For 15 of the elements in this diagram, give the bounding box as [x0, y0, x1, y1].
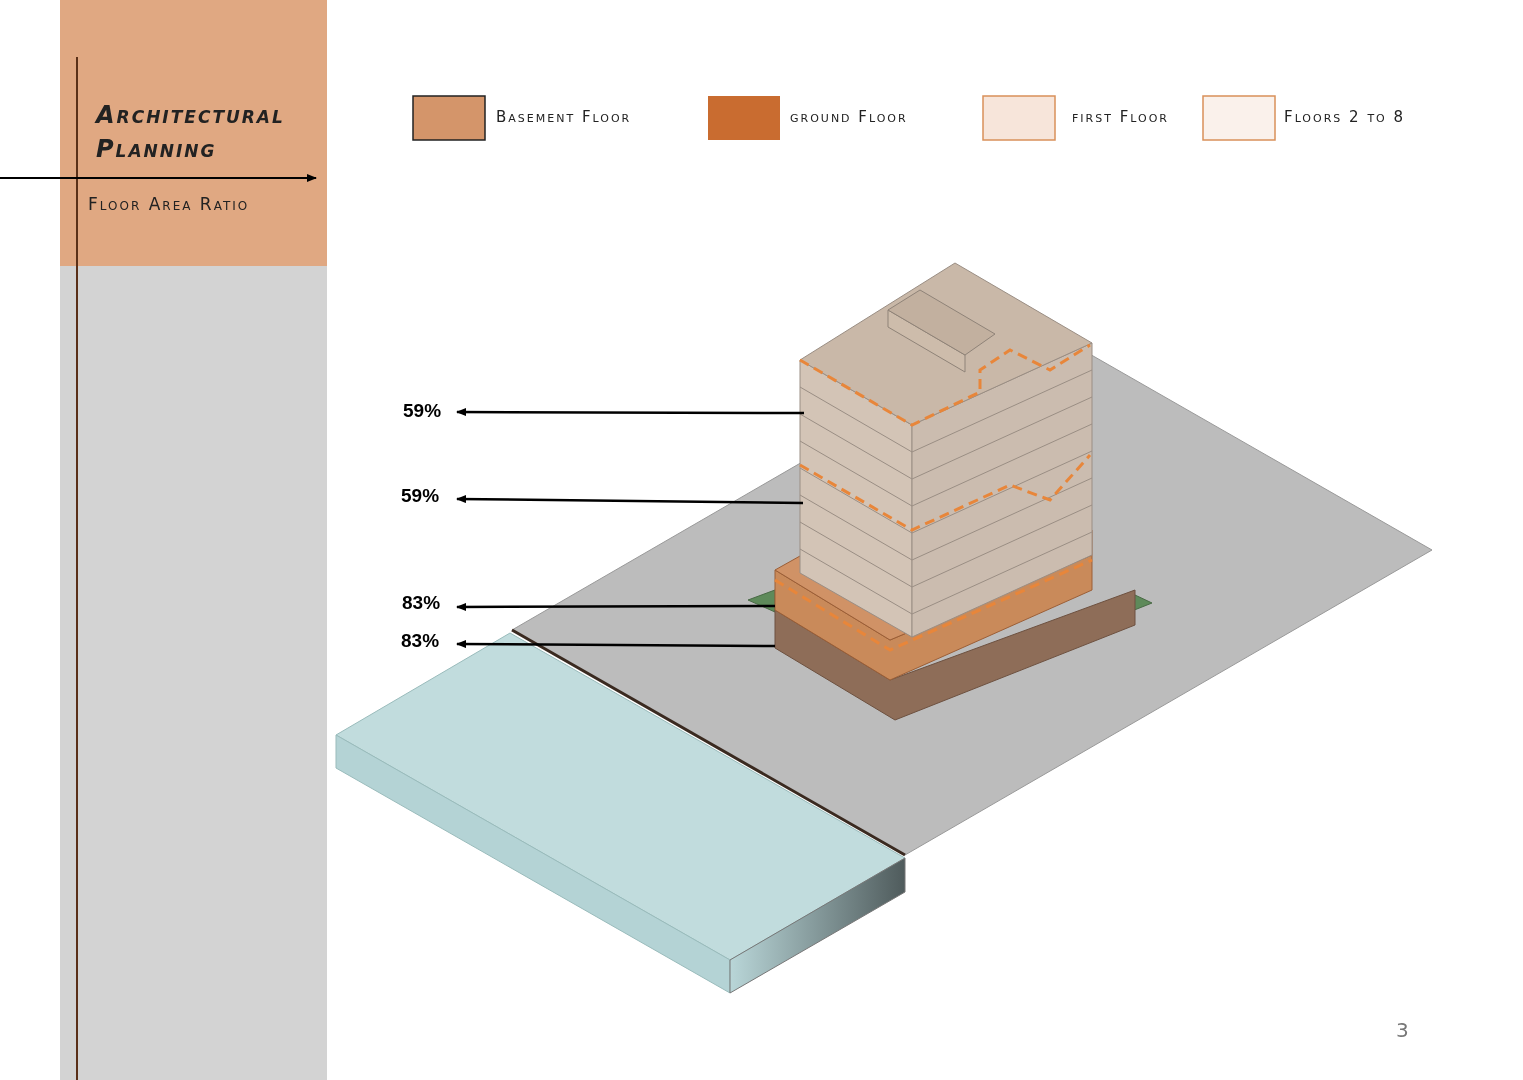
leader-arrow: [456, 408, 804, 417]
legend-label: ground Floor: [790, 108, 908, 126]
legend-label: first Floor: [1072, 108, 1169, 126]
title: Architectural Planning: [96, 100, 286, 165]
leader-arrow: [456, 495, 803, 505]
legend-label: Basement Floor: [496, 108, 632, 126]
page-number: 3: [1396, 1018, 1409, 1042]
percentage-label: 83%: [402, 592, 441, 614]
leader-arrow: [456, 602, 775, 611]
percentage-label: 83%: [401, 630, 440, 652]
percentage-label: 59%: [401, 485, 440, 507]
percentage-label: 59%: [403, 400, 442, 422]
leader-arrow: [456, 640, 775, 649]
legend-label: Floors 2 to 8: [1284, 108, 1406, 126]
subtitle: Floor Area Ratio: [88, 194, 250, 214]
